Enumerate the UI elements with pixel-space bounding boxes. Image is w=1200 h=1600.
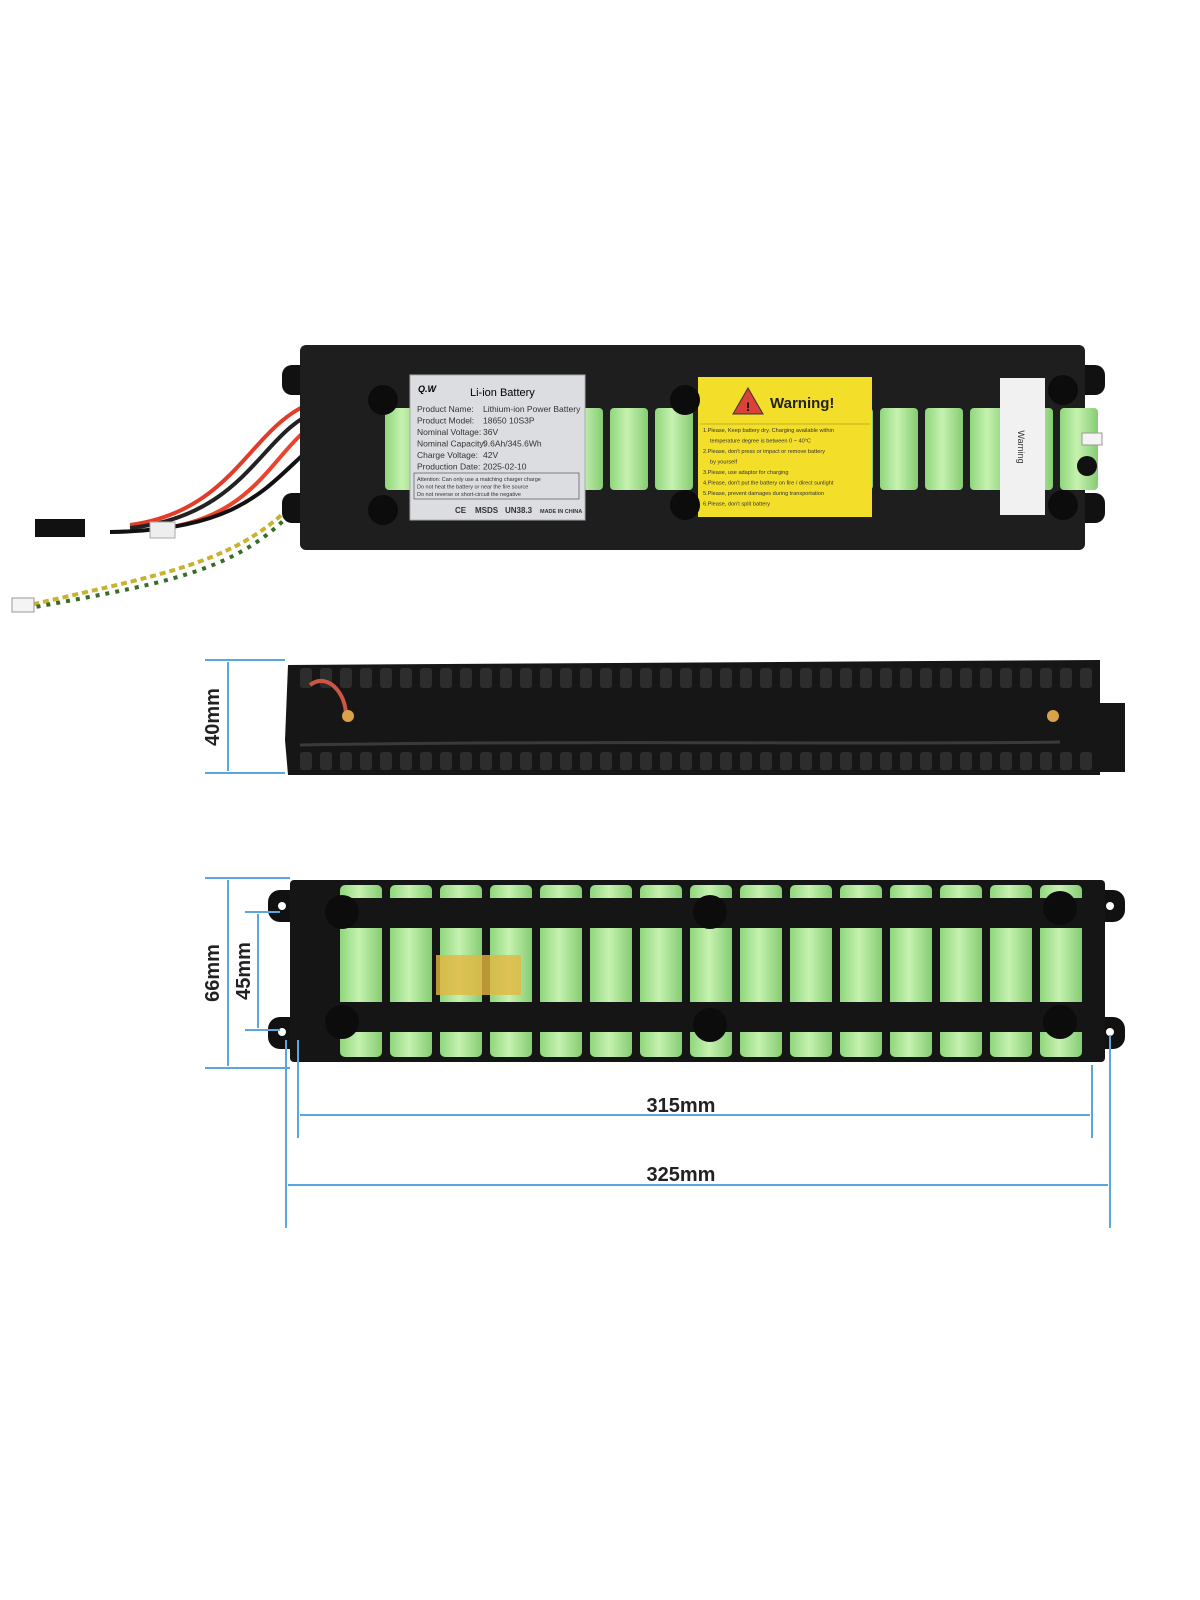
battery-cell	[610, 408, 648, 490]
inner-length-dimension-label: 315mm	[647, 1095, 716, 1117]
spec-value: 42V	[483, 450, 498, 460]
balance-connector	[11, 597, 35, 613]
thickness-dimension-label: 40mm	[202, 688, 224, 746]
outer-length-dimension-label: 325mm	[647, 1164, 716, 1186]
rubber-pad	[670, 385, 700, 415]
spec-key: Product Name:	[417, 404, 474, 414]
warning-item: 1.Please, Keep battery dry. Charging ava…	[703, 428, 834, 434]
side-label	[1000, 378, 1045, 515]
attention-line: Attention: Can only use a matching charg…	[417, 477, 541, 483]
spec-label-title: Li-ion Battery	[470, 387, 535, 399]
spec-value: 36V	[483, 427, 498, 437]
certification-mark: MADE IN CHINA	[540, 509, 582, 515]
outer-width-dimension-label: 66mm	[202, 944, 224, 1002]
spec-value: 18650 10S3P	[483, 416, 535, 426]
bottom-battery-pack	[268, 880, 1125, 1062]
svg-text:!: !	[746, 400, 750, 414]
rubber-pad	[1048, 490, 1078, 520]
warning-item: 6.Please, don't split battery	[703, 502, 770, 508]
side-view-pack	[285, 660, 1125, 775]
warning-title: Warning!	[770, 395, 834, 412]
warning-item: by yourself	[710, 460, 737, 466]
rubber-pad	[1043, 891, 1077, 925]
rubber-pad	[693, 1008, 727, 1042]
spec-key: Nominal Capacity:	[417, 439, 486, 449]
rubber-pad	[368, 495, 398, 525]
battery-cell	[970, 408, 1008, 490]
certification-mark: UN38.3	[505, 506, 533, 515]
brand-logo: Q.W	[418, 384, 438, 394]
warning-item: 5.Please, prevent damages during transpo…	[703, 491, 824, 497]
inner-width-dimension-label: 45mm	[233, 942, 255, 1000]
warning-triangle-icon	[732, 386, 764, 415]
spec-key: Nominal Voltage:	[417, 427, 481, 437]
warning-item: 2.Please, don't press or impact or remov…	[703, 449, 825, 455]
spec-value: 9.6Ah/345.6Wh	[483, 439, 542, 449]
rubber-pad	[693, 895, 727, 929]
dimension-annotations	[205, 659, 1111, 1228]
spec-label: Q.W Li-ion Battery Product Name: Lithium-…	[409, 374, 586, 521]
certification-mark: CE	[455, 506, 467, 515]
rubber-pad	[1043, 1005, 1077, 1039]
spec-key: Production Date:	[417, 462, 480, 472]
spec-value: Lithium-ion Power Battery	[483, 404, 581, 414]
rubber-pad	[325, 1005, 359, 1039]
cable-harness	[11, 398, 322, 613]
battery-cell	[925, 408, 963, 490]
attention-line: Do not reverse or short-circuit the nega…	[417, 492, 521, 498]
rubber-pad	[325, 895, 359, 929]
side-label-text: Warning	[1016, 430, 1026, 463]
spec-key: Product Model:	[417, 416, 474, 426]
warning-item: temperature degree is between 0 ~ 40°C	[710, 439, 811, 445]
rubber-pad	[1048, 375, 1078, 405]
rubber-pad	[368, 385, 398, 415]
main-connector	[35, 519, 85, 537]
battery-cell	[1060, 408, 1098, 490]
certification-mark: MSDS	[475, 506, 499, 515]
warning-item: 3.Please, use adaptor for charging	[703, 470, 789, 476]
top-battery-pack: Q.W Li-ion Battery Product Name: Lithium-…	[11, 345, 1105, 613]
warning-label: ! Warning! 1.Please, Keep battery dry. C…	[698, 377, 872, 517]
spec-value: 2025-02-10	[483, 462, 527, 472]
spec-key: Charge Voltage:	[417, 450, 478, 460]
attention-line: Do not heat the battery or near the fire…	[417, 485, 528, 491]
rubber-pad	[670, 490, 700, 520]
warning-item: 4.Please, don't put the battery on fire …	[703, 481, 834, 487]
battery-cell	[655, 408, 693, 490]
rubber-pads	[368, 375, 1078, 525]
battery-cell	[880, 408, 918, 490]
